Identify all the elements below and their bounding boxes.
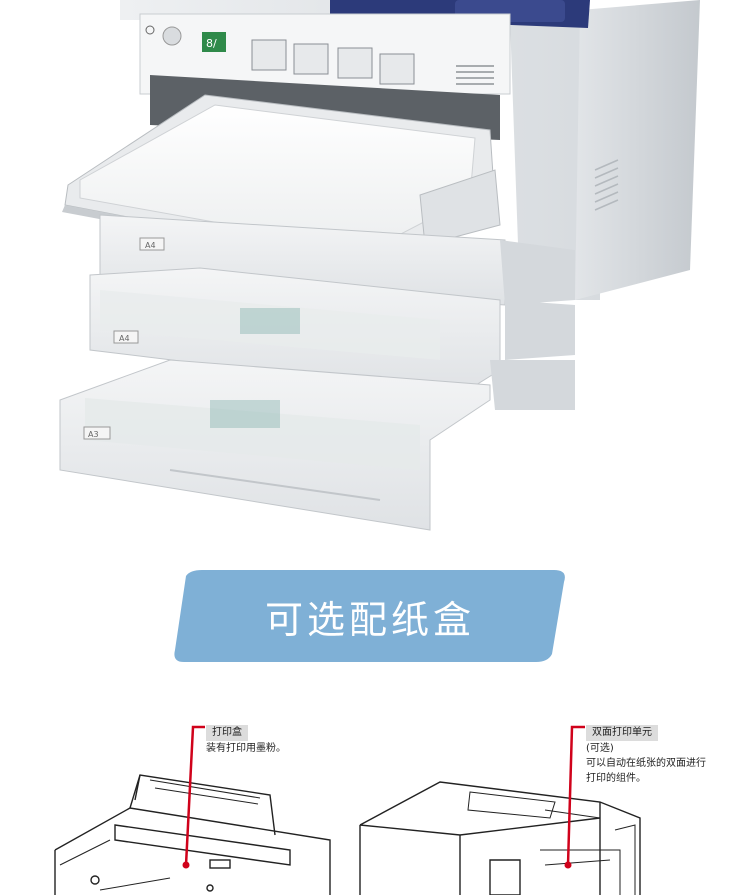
printer-photo: 8/ A4: [59, 0, 700, 531]
printer-line-drawing-left: [54, 774, 331, 895]
print-cartridge-desc: 装有打印用墨粉。: [206, 743, 286, 754]
tray2-paper-guide: [240, 308, 300, 334]
print-cartridge-callout: 打印盒 装有打印用墨粉。: [206, 720, 286, 756]
duplex-unit-desc-1: (可选): [586, 743, 614, 754]
duplex-unit-desc-3: 打印的组件。: [586, 773, 646, 784]
tray2-label-plate: [113, 330, 139, 344]
panel-display: [202, 32, 226, 52]
tray1-label-plate: [139, 237, 165, 251]
tray3-paper-guide: [210, 400, 280, 428]
panel-display-text: 8/: [206, 37, 217, 50]
right-callout-dot: [564, 861, 572, 869]
duplex-unit-desc-2: 可以自动在纸张的双面进行: [586, 758, 706, 769]
left-callout-line: [184, 725, 205, 866]
right-callout-line: [566, 725, 585, 866]
tray3-label-plate: [83, 426, 111, 440]
optional-tray-banner: 可选配纸盒: [172, 570, 568, 662]
duplex-unit-title: 双面打印单元: [586, 725, 658, 741]
tray1-label: A4: [145, 241, 156, 250]
print-cartridge-title: 打印盒: [206, 725, 248, 741]
power-icon: [145, 25, 155, 35]
instruction-icons: [251, 39, 415, 85]
duplex-unit-callout: 双面打印单元 (可选) 可以自动在纸张的双面进行 打印的组件。: [586, 720, 706, 786]
tray2-label: A4: [119, 334, 130, 343]
printer-line-drawing-right: [359, 781, 641, 895]
diagram-drawings: [54, 725, 641, 895]
panel-dial: [162, 26, 182, 46]
front-vent: [456, 65, 494, 85]
tray3-label: A3: [88, 430, 99, 439]
component-diagrams: 打印盒 装有打印用墨粉。 双面打印单元 (可选) 可以自动在纸张的双面进行 打印…: [0, 700, 742, 895]
left-callout-dot: [182, 861, 190, 869]
banner-shape: [174, 570, 565, 662]
printer-illustration: 8/ A4: [59, 0, 700, 531]
side-vent: [594, 159, 619, 211]
banner-title: 可选配纸盒: [264, 597, 475, 642]
